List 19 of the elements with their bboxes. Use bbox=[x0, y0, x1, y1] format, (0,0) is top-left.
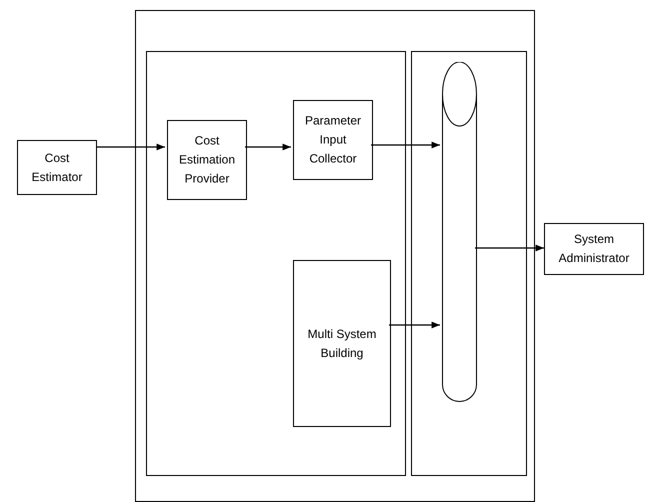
arrow bbox=[475, 244, 544, 252]
node-label: Parameter Input Collector bbox=[304, 112, 362, 168]
arrow bbox=[97, 144, 165, 150]
node-label: System Administrator bbox=[558, 231, 630, 267]
process-box bbox=[17, 140, 97, 195]
process-box bbox=[167, 120, 247, 200]
arrow bbox=[389, 322, 440, 328]
container-box bbox=[146, 51, 406, 476]
process-box bbox=[544, 223, 644, 275]
process-box bbox=[293, 100, 373, 180]
node-label: Cost Estimation Provider bbox=[178, 132, 236, 188]
cylinder-shape bbox=[442, 62, 477, 402]
arrow bbox=[245, 144, 291, 150]
container-box bbox=[411, 51, 527, 476]
process-box bbox=[293, 260, 391, 427]
container-box bbox=[135, 10, 535, 502]
node-label: Cost Estimator bbox=[30, 150, 84, 186]
node-label: Multi System Building bbox=[306, 326, 378, 362]
arrow bbox=[371, 142, 440, 148]
